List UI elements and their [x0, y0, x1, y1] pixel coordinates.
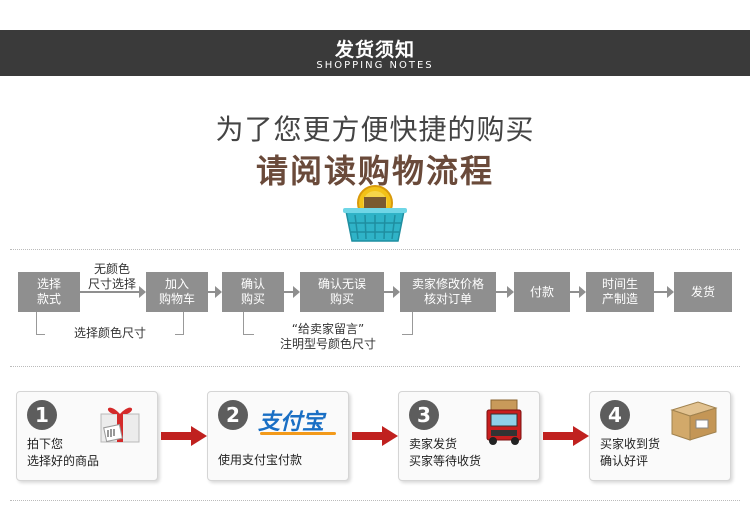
flow-step-5: 卖家修改价格 核对订单	[400, 272, 496, 312]
bracket-line	[175, 312, 184, 335]
flow-step-7: 时间生 产制造	[586, 272, 654, 312]
process-card-2: 2 支付宝 使用支付宝付款	[207, 391, 349, 481]
divider	[10, 500, 740, 501]
step-description: 使用支付宝付款	[218, 453, 303, 467]
header-subtitle: SHOPPING NOTES	[316, 60, 434, 71]
flow-connector	[496, 291, 507, 293]
flow-arrow-icon	[667, 286, 674, 298]
flow-connector	[284, 291, 293, 293]
flow-connector	[208, 291, 215, 293]
step-number: 4	[600, 400, 630, 430]
step-number: 1	[27, 400, 57, 430]
flow-arrow-icon	[215, 286, 222, 298]
flow-step-6: 付款	[514, 272, 570, 312]
note-leave-message: “给卖家留言” 注明型号颜色尺寸	[279, 322, 376, 351]
flow-arrow-icon	[507, 286, 514, 298]
bracket-line	[402, 312, 413, 335]
flow-connector	[80, 291, 139, 293]
process-card-1: 1 拍下您 选择好的商品	[16, 391, 158, 481]
gift-tag-icon	[100, 407, 140, 443]
bracket-line	[36, 312, 45, 335]
step-description: 拍下您 选择好的商品	[27, 437, 100, 468]
flow-connector	[384, 291, 393, 293]
alipay-logo: 支付宝	[258, 410, 325, 435]
process-arrow-icon	[543, 426, 589, 446]
flow-step-4: 确认无误 购买	[300, 272, 384, 312]
package-box-icon	[670, 401, 718, 441]
step-description: 卖家发货 买家等待收货	[409, 437, 482, 468]
delivery-truck-icon	[486, 399, 522, 445]
headline-line2: 请阅读购物流程	[255, 152, 494, 190]
headline-line1: 为了您更方便快捷的购买	[215, 113, 535, 146]
flow-arrow-icon	[393, 286, 400, 298]
flow-connector	[570, 291, 579, 293]
flow-step-2: 加入 购物车	[146, 272, 208, 312]
flow-arrow-icon	[579, 286, 586, 298]
bracket-line	[243, 312, 254, 335]
flow-arrow-icon	[293, 286, 300, 298]
header-title: 发货须知	[334, 39, 415, 61]
shopping-basket-icon	[343, 185, 407, 242]
flow-step-8: 发货	[674, 272, 732, 312]
alipay-logo-swoosh	[260, 432, 336, 435]
step-number: 2	[218, 400, 248, 430]
flow-arrow-icon	[139, 286, 146, 298]
flow-step-1: 选择 款式	[18, 272, 80, 312]
header-band: 发货须知 SHOPPING NOTES	[0, 30, 750, 76]
step-description: 买家收到货 确认好评	[600, 437, 661, 468]
divider	[10, 249, 740, 250]
flow-step-3: 确认 购买	[222, 272, 284, 312]
flow-connector	[654, 291, 667, 293]
step-number: 3	[409, 400, 439, 430]
divider	[10, 366, 740, 367]
process-arrow-icon	[161, 426, 207, 446]
process-card-4: 4 买家收到货 确认好评	[589, 391, 731, 481]
process-arrow-icon	[352, 426, 398, 446]
note-select-color-size: 选择颜色尺寸	[73, 326, 146, 340]
process-card-3: 3 卖家发货 买家等待收货	[398, 391, 540, 481]
note-no-color-size: 无颜色 尺寸选择	[87, 262, 136, 291]
